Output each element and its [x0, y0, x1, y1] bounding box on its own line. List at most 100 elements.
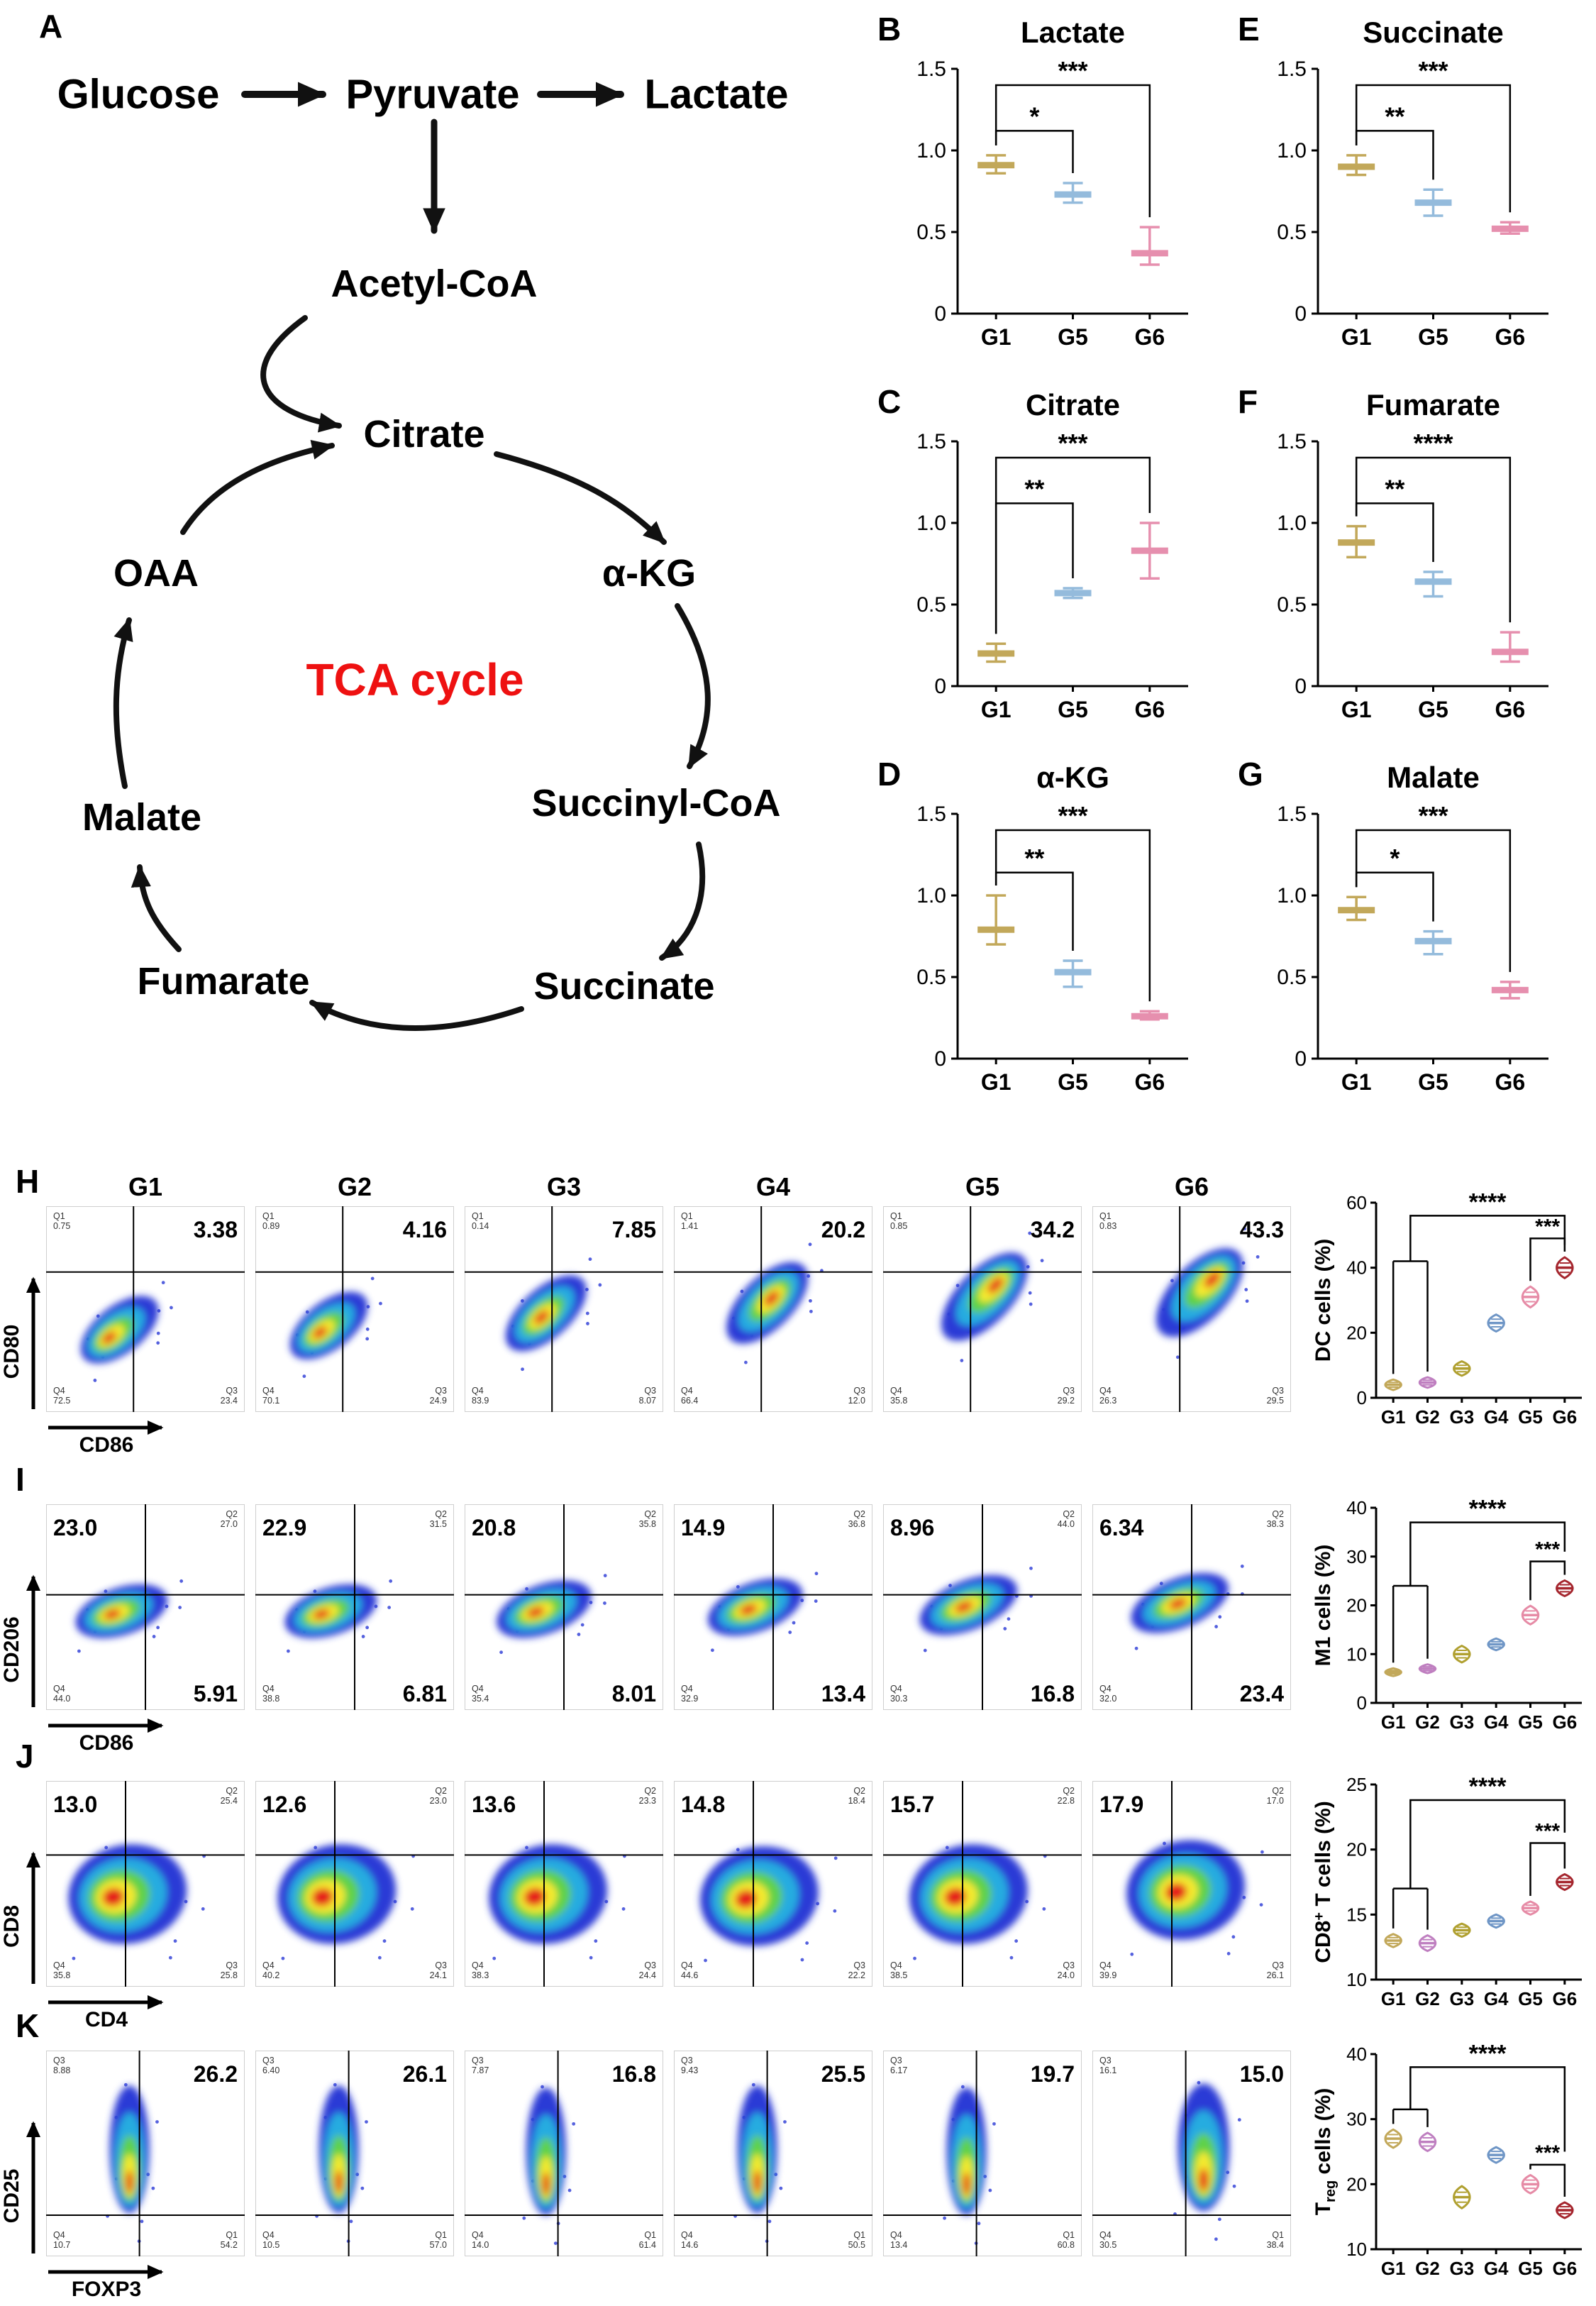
violin-G2 — [1418, 1376, 1437, 1389]
x-category-label: G6 — [1495, 697, 1525, 722]
y-tick-label: 20 — [1346, 2173, 1367, 2195]
quadrant-percent-major: 23.0 — [53, 1515, 97, 1540]
quadrant-percent-major: 25.5 — [821, 2061, 865, 2087]
density-blob — [526, 2087, 566, 2215]
y-tick-label: 10 — [1346, 1969, 1367, 1990]
density-blob — [707, 1578, 803, 1636]
significance-stars-pair: *** — [1535, 2141, 1560, 2165]
y-tick-label: 0 — [1357, 1387, 1367, 1408]
density-blob — [1156, 1248, 1243, 1337]
density-blob — [289, 1291, 368, 1359]
y-tick-label: 0 — [1295, 1047, 1307, 1071]
x-category-label: G6 — [1134, 697, 1165, 722]
y-tick-label: 0 — [934, 302, 946, 326]
axes — [1375, 1508, 1582, 1704]
y-tick-label: 0 — [934, 1047, 946, 1071]
y-tick-label: 0 — [934, 675, 946, 698]
significance-stars: *** — [1418, 56, 1448, 85]
x-category-label: G6 — [1495, 324, 1525, 350]
violin-G5 — [1521, 1285, 1540, 1309]
significance-stars: *** — [1058, 429, 1087, 458]
density-blob — [1177, 2083, 1230, 2212]
quadrant-percent-major: 13.4 — [821, 1681, 865, 1706]
significance-stars-main: **** — [1469, 1773, 1507, 1800]
significance-stars: ** — [1385, 101, 1404, 131]
errorbar-G1 — [1338, 154, 1375, 177]
errorbar-G5 — [1054, 959, 1092, 988]
violin-G1 — [1384, 1933, 1402, 1948]
x-category-label: G5 — [1418, 1069, 1448, 1095]
x-category-label: G2 — [1415, 1406, 1440, 1428]
node-oaa: OAA — [113, 552, 199, 595]
chart-title: Citrate — [1026, 388, 1120, 421]
density-blob — [941, 1252, 1028, 1341]
node-tca-cycle: TCA cycle — [306, 654, 524, 705]
errorbar-G5 — [1054, 587, 1092, 600]
x-category-label: G4 — [1484, 2258, 1509, 2279]
x-category-label: G3 — [1449, 1988, 1474, 2009]
node-succinyl-coa: Succinyl-CoA — [531, 782, 781, 824]
violin-G1 — [1384, 2128, 1402, 2149]
density-blob — [68, 1844, 187, 1944]
violin-G6 — [1556, 1872, 1574, 1892]
group-header-G4: G4 — [755, 1172, 791, 1201]
significance-bracket-pair — [1529, 1560, 1566, 1601]
density-blob — [909, 1844, 1028, 1944]
density-blob — [1131, 1572, 1229, 1633]
violin-G6 — [1556, 1579, 1574, 1598]
violin-G4 — [1487, 1637, 1505, 1652]
x-category-label: G1 — [1341, 324, 1372, 350]
violin-G5 — [1521, 2173, 1540, 2195]
quadrant-percent-major: 43.3 — [1240, 1217, 1284, 1242]
significance-bracket-main — [1392, 2066, 1566, 2152]
errorbar-G1 — [1338, 524, 1375, 559]
y-tick-label: 25 — [1346, 1774, 1367, 1795]
y-axis-label: DC cells (%) — [1312, 1239, 1335, 1362]
x-category-label: G3 — [1449, 2258, 1474, 2279]
x-category-label: G1 — [1381, 1988, 1406, 2009]
